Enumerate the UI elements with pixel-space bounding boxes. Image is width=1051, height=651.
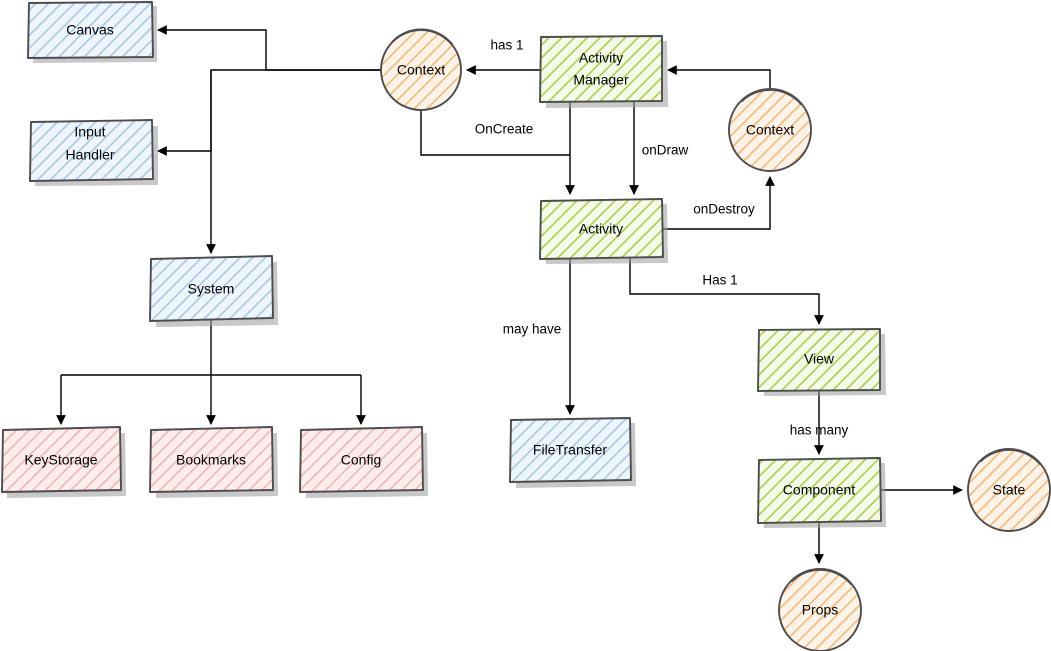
node-input-handler[interactable]: Input Handler <box>29 119 158 186</box>
node-props[interactable]: Props <box>778 568 862 651</box>
node-activity-manager[interactable]: Activity Manager <box>539 35 668 108</box>
edge-label-has-1-lower: has 1 <box>490 38 523 53</box>
edge-context-to-input-handler <box>157 69 381 156</box>
node-context-right[interactable]: Context <box>728 88 812 172</box>
node-keystorage[interactable]: KeyStorage <box>1 426 126 498</box>
edge-label-on-draw: onDraw <box>642 143 689 158</box>
node-system[interactable]: System <box>149 255 278 327</box>
edge-context-right-to-am <box>667 65 771 89</box>
edge-label-may-have: may have <box>503 322 562 337</box>
edge-label-has-1-upper: Has 1 <box>702 273 737 288</box>
node-activity[interactable]: Activity <box>539 198 668 264</box>
edge-oncreate-elbow <box>420 110 570 156</box>
node-component[interactable]: Component <box>757 457 886 528</box>
edge-context-to-canvas <box>157 25 381 71</box>
edge-activity-to-view <box>629 258 824 325</box>
node-context-left[interactable]: Context <box>380 28 462 111</box>
edge-label-on-destroy: onDestroy <box>693 202 755 217</box>
node-bookmarks[interactable]: Bookmarks <box>149 426 278 498</box>
node-config[interactable]: Config <box>299 426 428 498</box>
node-canvas[interactable]: Canvas <box>27 1 157 63</box>
node-state[interactable]: State <box>967 448 1051 532</box>
node-view[interactable]: View <box>757 328 886 396</box>
edges-layer <box>56 25 963 564</box>
edge-activity-to-context-right <box>662 176 775 230</box>
node-filetransfer[interactable]: FileTransfer <box>509 417 636 488</box>
edge-label-on-create: OnCreate <box>475 122 534 137</box>
